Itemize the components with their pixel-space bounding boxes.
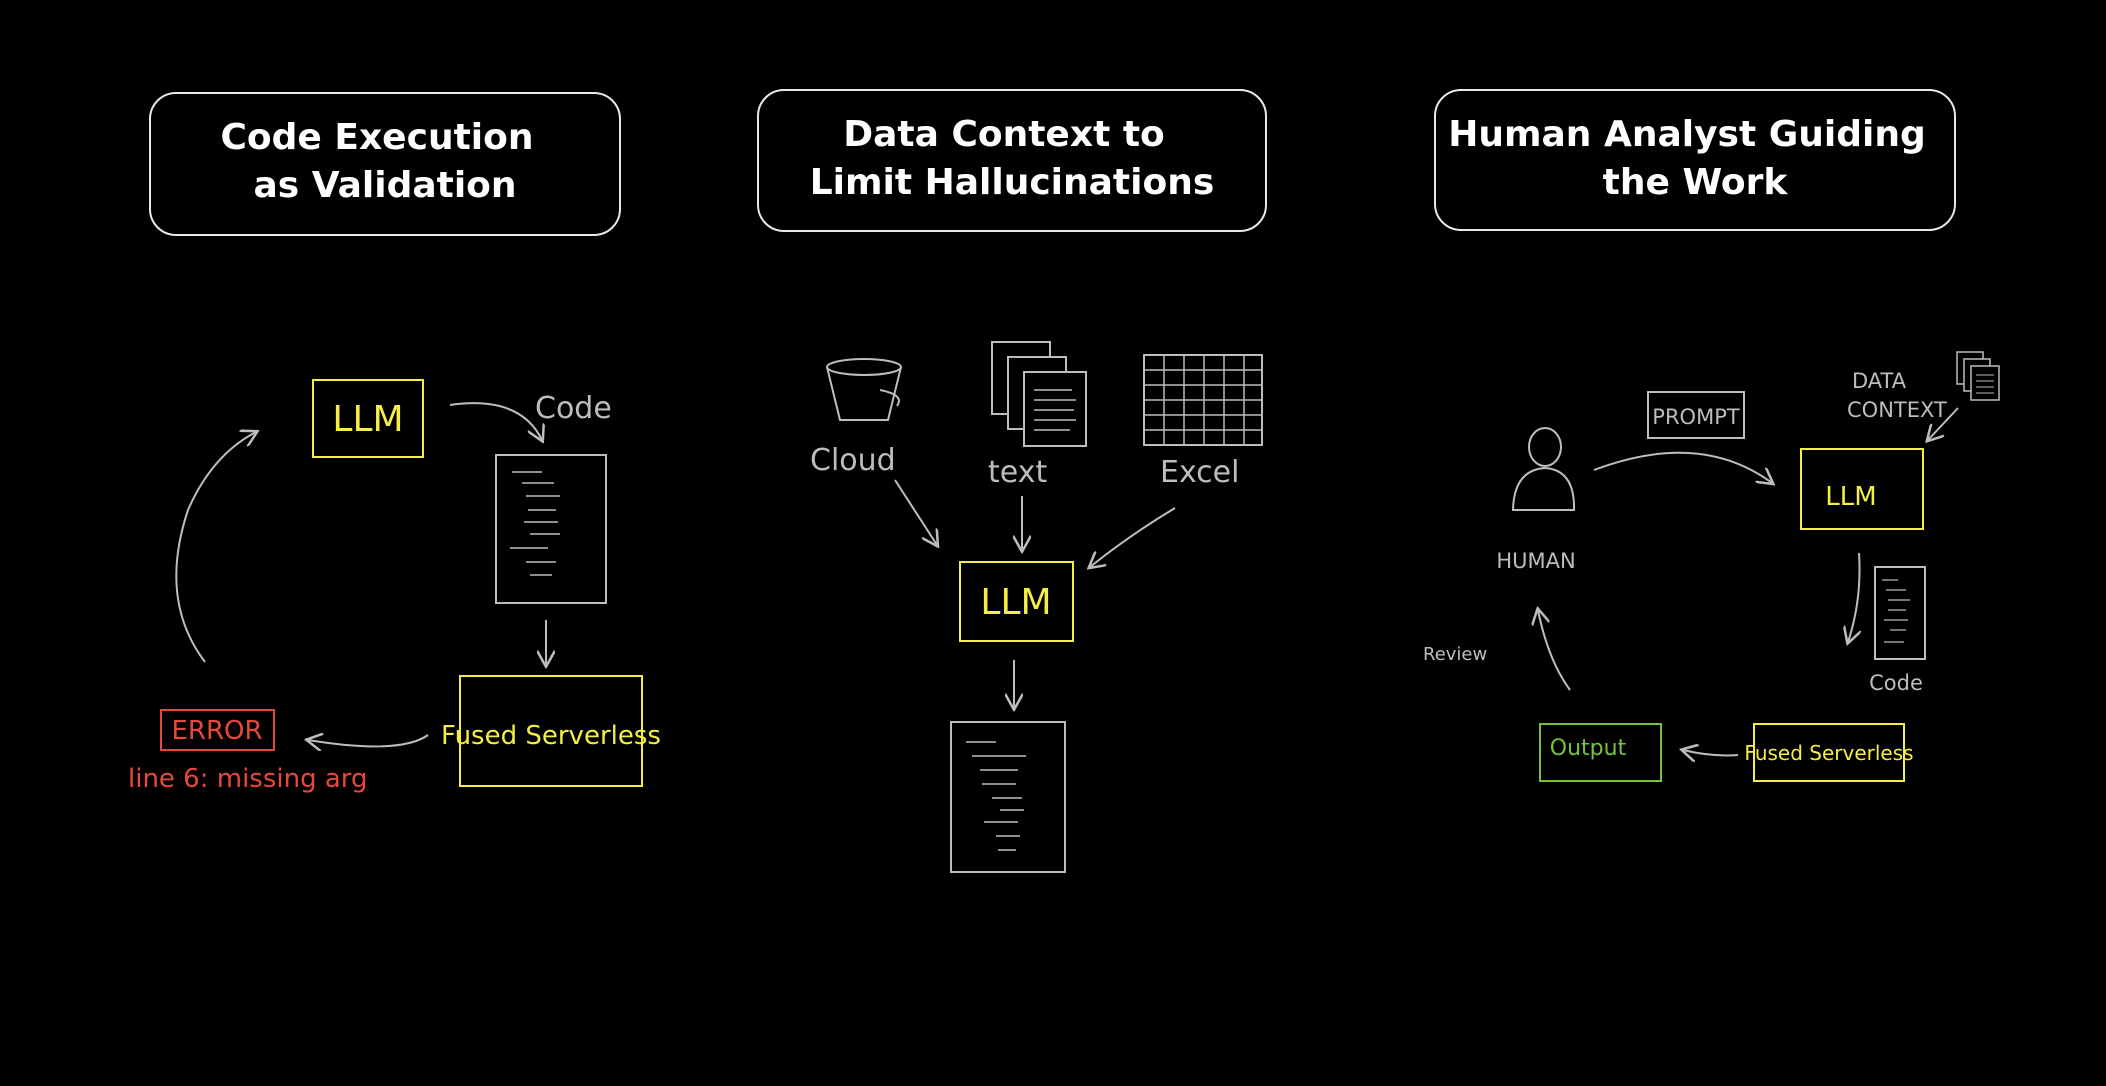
- panel-human-analyst: Human Analyst Guiding the Work HUMAN PRO…: [1423, 89, 2000, 782]
- panel1-llm-label: LLM: [332, 399, 403, 440]
- panel3-fused-box: [1753, 723, 1905, 782]
- code-document-icon: [1874, 566, 1926, 660]
- arrow-icon: [1538, 610, 1571, 691]
- panel3-output-box: [1539, 723, 1662, 782]
- panel2-excel-label: Excel: [1160, 455, 1239, 490]
- panel3-code-label: Code: [1869, 671, 1923, 695]
- panel3-fused-label: Fused Serverless: [1744, 741, 1913, 765]
- panel2-llm-box: [959, 561, 1074, 642]
- panel3-title-line1: Human Analyst Guiding: [1448, 114, 1926, 155]
- panel2-title-line1: Data Context to: [843, 114, 1165, 155]
- panel1-error-label: ERROR: [171, 716, 262, 746]
- panel-data-context: Data Context to Limit Hallucinations Clo…: [757, 89, 1267, 873]
- panel3-data-context-line2: CONTEXT: [1847, 398, 1947, 422]
- spreadsheet-icon: [1143, 354, 1263, 446]
- panel2-llm-label: LLM: [980, 582, 1051, 623]
- panel3-llm-label: LLM: [1825, 482, 1876, 512]
- panel3-human-label: HUMAN: [1496, 549, 1575, 573]
- panel3-llm-box: [1800, 448, 1924, 530]
- panel3-data-context-line1: DATA: [1852, 369, 1907, 393]
- panel1-fused-label: Fused Serverless: [441, 721, 661, 751]
- panel1-error-detail: line 6: missing arg: [128, 764, 368, 794]
- arrow-icon: [894, 479, 937, 545]
- panel3-prompt-label: PROMPT: [1652, 405, 1740, 429]
- panel3-prompt-box: [1647, 391, 1745, 439]
- person-icon: [1511, 427, 1576, 511]
- panel1-error-box: [160, 709, 275, 751]
- arrow-icon: [1683, 750, 1739, 755]
- arrow-icon: [308, 735, 429, 746]
- panel2-title-line2: Limit Hallucinations: [810, 162, 1215, 203]
- panel3-title-box: [1434, 89, 1956, 231]
- documents-icon: [991, 341, 1087, 447]
- arrow-icon: [1848, 552, 1860, 642]
- arrow-icon: [1090, 507, 1176, 567]
- panel1-title-line1: Code Execution: [221, 117, 534, 158]
- documents-icon: [1956, 351, 2000, 401]
- panel2-title-box: [757, 89, 1267, 232]
- arrow-icon: [1928, 407, 1959, 440]
- arrow-icon: [449, 402, 542, 440]
- panel3-review-label: Review: [1423, 644, 1487, 665]
- code-document-icon: [495, 454, 607, 604]
- panel1-title-line2: as Validation: [253, 165, 516, 206]
- panel-code-execution: Code Execution as Validation LLM Code Fu…: [128, 92, 661, 794]
- panel2-cloud-label: Cloud: [810, 443, 896, 478]
- panel1-llm-box: [312, 379, 424, 458]
- panel1-fused-box: [459, 675, 643, 787]
- bucket-icon: [826, 358, 902, 421]
- arrow-icon: [1593, 451, 1772, 483]
- panel3-output-label: Output: [1550, 736, 1627, 761]
- arrow-icon: [175, 432, 256, 663]
- code-document-icon: [950, 721, 1066, 873]
- panel3-title-line2: the Work: [1603, 162, 1789, 203]
- panel1-title-box: [149, 92, 621, 236]
- panel1-code-label: Code: [535, 391, 612, 426]
- panel2-text-label: text: [988, 455, 1047, 490]
